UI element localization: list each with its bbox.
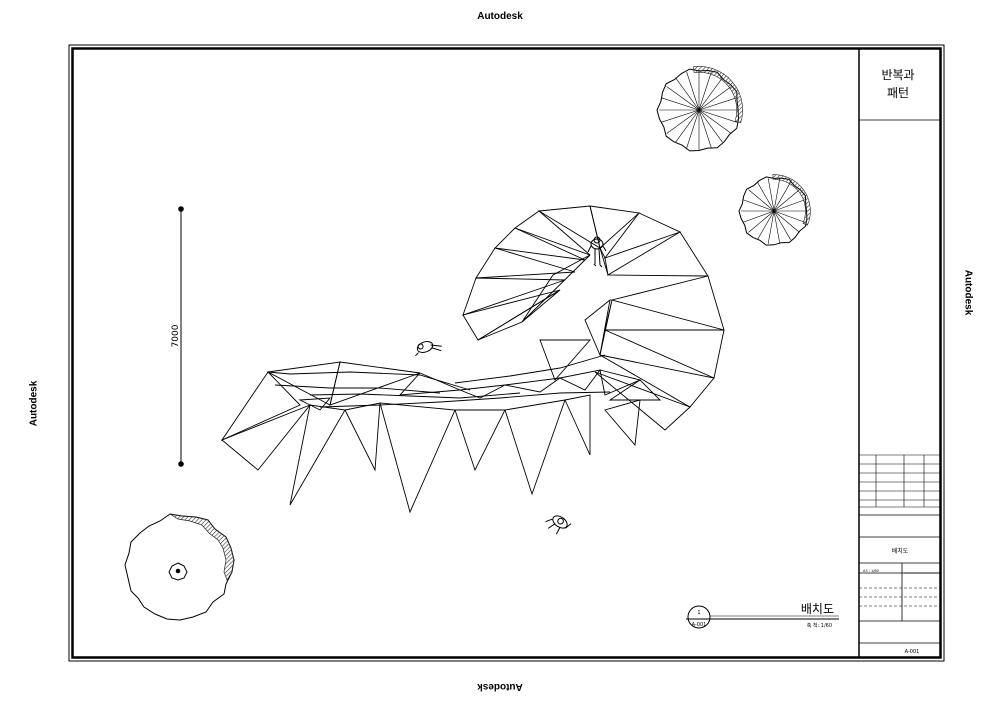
callout-sheet: A-001 (692, 622, 707, 628)
watermark-top: Autodesk (477, 11, 523, 22)
callout-number: 1 (697, 610, 700, 616)
tree-symbol (656, 65, 744, 152)
dimension-line (178, 206, 184, 467)
dashed-rows (859, 587, 941, 607)
title-block (858, 48, 941, 658)
person-figure (415, 341, 442, 357)
tree-symbol (738, 174, 811, 246)
drawing-title: 배치도 (801, 602, 834, 616)
drawing-scale: 축 척: 1/60 (807, 622, 832, 629)
project-title-line2: 패턴 (887, 86, 909, 100)
person-figure (587, 236, 607, 268)
outer-border (68, 44, 945, 662)
sheet-number: A-001 (905, 649, 920, 655)
sheet-scale: A3 : 1/60 (863, 569, 879, 573)
pavilion-roof-plan (220, 205, 725, 514)
sheet-name: 배치도 (892, 547, 909, 555)
dimension-label: 7000 (171, 324, 181, 347)
tree-symbol-large (124, 513, 235, 621)
drawing-title-callout (686, 605, 839, 629)
project-title-line1: 반복과 (881, 68, 914, 82)
person-figure (545, 515, 572, 535)
inner-border (71, 47, 942, 659)
revision-grid (859, 454, 941, 508)
